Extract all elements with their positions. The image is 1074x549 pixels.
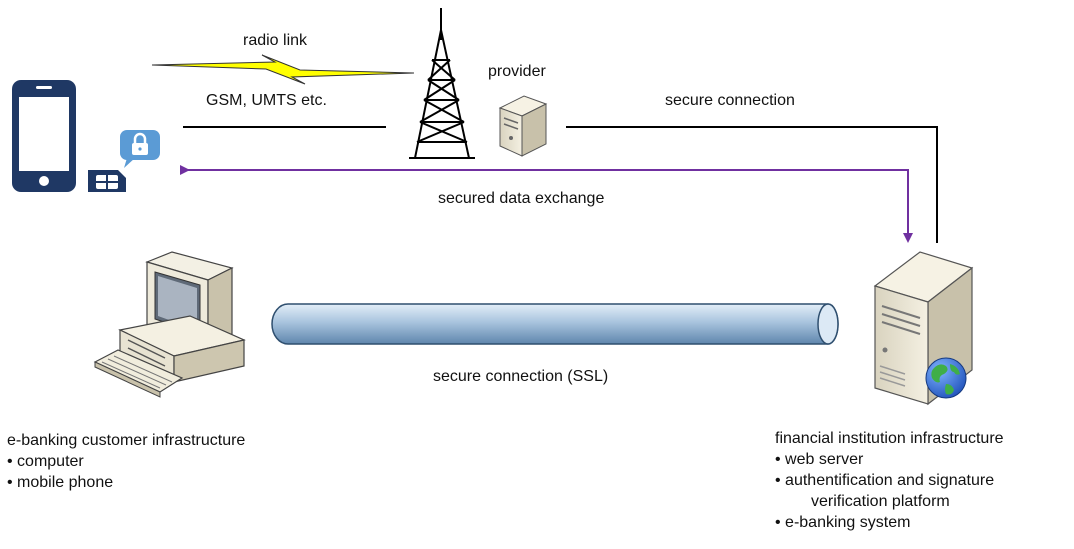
institution-title: financial institution infrastructure (775, 430, 1004, 447)
radio-tower-icon (409, 8, 475, 159)
gsm-label: GSM, UMTS etc. (206, 92, 327, 109)
institution-item-web-server: web server (775, 449, 1004, 470)
lock-bubble-icon (120, 130, 160, 168)
customer-item-mobile-phone: mobile phone (7, 472, 245, 493)
desktop-computer-icon (93, 251, 246, 398)
secure-connection-line (566, 126, 938, 243)
institution-infrastructure-block: financial institution infrastructure web… (775, 428, 1004, 533)
customer-infrastructure-block: e-banking customer infrastructure comput… (7, 430, 245, 493)
customer-item-computer: computer (7, 451, 245, 472)
sim-card-icon (88, 170, 126, 192)
globe-icon (925, 357, 967, 399)
radio-link-lightning-icon (151, 54, 415, 85)
ssl-tube (271, 303, 839, 345)
smartphone-icon (12, 80, 76, 192)
radio-link-label: radio link (243, 32, 308, 49)
institution-item-verification: verification platform (811, 493, 950, 510)
provider-server-icon (498, 95, 548, 157)
secure-connection-label: secure connection (665, 92, 795, 109)
secured-data-exchange-arrow (180, 165, 913, 243)
institution-item-authentification: authentification and signature (775, 470, 1004, 491)
customer-title: e-banking customer infrastructure (7, 432, 246, 449)
ssl-label: secure connection (SSL) (433, 368, 609, 385)
secured-data-exchange-label: secured data exchange (438, 190, 605, 207)
provider-label: provider (488, 63, 546, 80)
institution-item-e-banking: e-banking system (775, 512, 1004, 533)
